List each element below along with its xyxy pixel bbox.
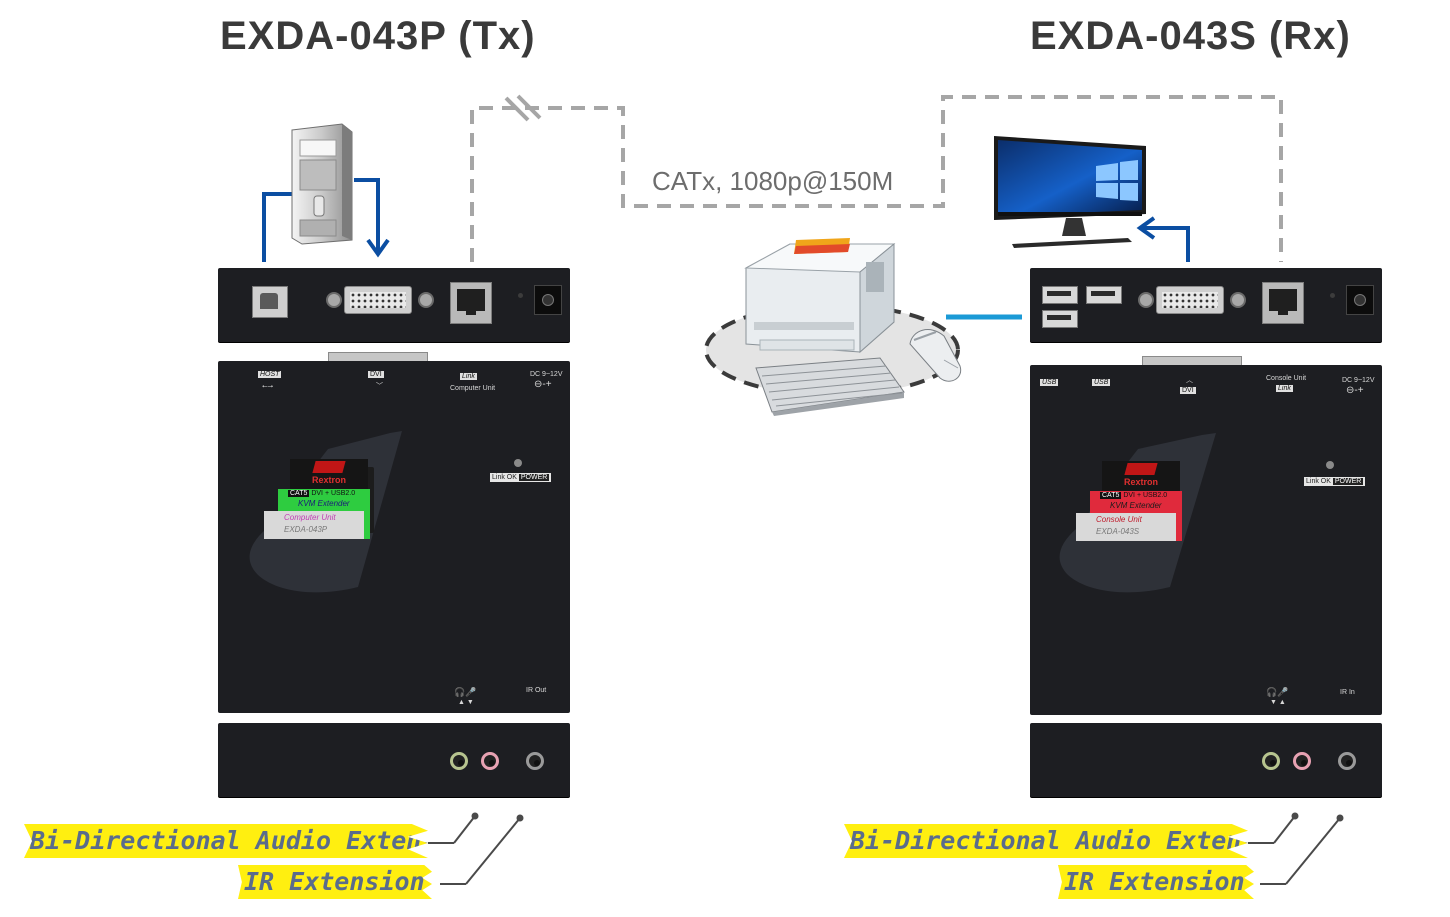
rx-rj45-port[interactable]	[1262, 282, 1304, 324]
rx-rear-panel	[1030, 268, 1382, 342]
rx-top-panel: USB USB DVI ︿ Console Unit Link DC 9~12V…	[1030, 365, 1382, 715]
tx-front-panel	[218, 723, 570, 797]
tx-status-led	[514, 459, 522, 467]
rx-led-link-label: Link OK	[1306, 478, 1331, 485]
tx-mic-jack[interactable]	[481, 752, 499, 770]
audio-arrows-icon: ▼ ▲	[1270, 699, 1286, 706]
tx-rear-panel	[218, 268, 570, 342]
rx-card-line4: Console Unit	[1096, 515, 1142, 524]
rextron-logo-icon	[1124, 463, 1158, 475]
rx-usb-a-port-1[interactable]	[1042, 286, 1078, 304]
tx-ir-label: IR Out	[526, 687, 547, 694]
tx-led-link-label: Link OK	[492, 474, 517, 481]
usb-symbol-icon: ⭠⭢	[262, 383, 274, 390]
tx-dvi-label: DVI	[368, 371, 384, 378]
dvi-cable-pc	[354, 178, 380, 252]
rx-dvi-label: DVI	[1180, 387, 1196, 394]
tx-link-sub-label: Computer Unit	[450, 385, 496, 392]
rx-card-line3: KVM Extender	[1110, 501, 1162, 510]
rx-card-line5: EXDA-043S	[1096, 527, 1140, 536]
tx-rj45-port[interactable]	[450, 282, 492, 324]
tx-led-power-label: POWER	[518, 474, 550, 481]
rx-rear-led	[1330, 293, 1335, 298]
tx-ir-banner: IR Extension	[238, 865, 432, 899]
rx-ir-label: IR In	[1340, 689, 1355, 696]
tx-host-label: HOST	[258, 371, 282, 378]
tx-top-panel: HOST ⭠⭢ DVI ﹀ Link Computer Unit DC 9~12…	[218, 361, 570, 713]
tx-led-labels: Link OK POWER	[490, 473, 552, 482]
rx-dc-label: DC 9~12V	[1342, 377, 1375, 384]
rx-led-power-label: POWER	[1332, 478, 1364, 485]
catx-dashed-link	[470, 95, 1283, 262]
rx-usb-label-2: USB	[1092, 379, 1111, 386]
rx-led-labels: Link OK POWER	[1304, 477, 1366, 486]
rx-usb-label-1: USB	[1040, 379, 1059, 386]
usb-cable-pc	[262, 192, 292, 262]
polarity-icon: ⊖-+	[534, 379, 552, 390]
tx-dvi-screw-left	[326, 292, 342, 308]
tx-brand-area: Rextron	[290, 459, 368, 491]
rx-card-line2: DVI + USB2.0	[1123, 492, 1168, 499]
tx-card-line2: DVI + USB2.0	[311, 490, 356, 497]
polarity-icon: ⊖-+	[1346, 385, 1364, 396]
rx-front-panel	[1030, 723, 1382, 797]
rx-dvi-screw-right	[1230, 292, 1246, 308]
rx-brand-area: Rextron	[1102, 461, 1180, 491]
headset-mic-icon: 🎧🎤	[454, 687, 477, 697]
rx-title: EXDA-043S (Rx)	[1030, 14, 1351, 58]
tx-audio-label: Bi-Directional Audio Extension	[30, 826, 482, 855]
tx-card-white: Computer Unit EXDA-043P	[264, 511, 364, 539]
audio-arrows-icon: ▲ ▼	[458, 699, 474, 706]
rx-dc-jack[interactable]	[1346, 285, 1374, 315]
rx-line-jack[interactable]	[1262, 752, 1280, 770]
tx-dvi-screw-right	[418, 292, 434, 308]
tx-title: EXDA-043P (Tx)	[220, 14, 536, 58]
rx-audio-banner: Bi-Directional Audio Extension	[844, 824, 1248, 858]
rx-brand: Rextron	[1123, 477, 1158, 487]
chevron-up-icon: ︿	[1186, 377, 1193, 384]
rextron-logo-icon	[312, 461, 346, 473]
tx-usb-b-port[interactable]	[252, 286, 288, 318]
tx-card-line1: CAT5	[288, 490, 310, 497]
tx-card-line4: Computer Unit	[284, 513, 336, 522]
rx-usb-a-port-3[interactable]	[1086, 286, 1122, 304]
tx-dvi-port[interactable]	[344, 286, 412, 314]
tx-ir-jack[interactable]	[526, 752, 544, 770]
rx-ir-extension-label: IR Extension	[1064, 867, 1245, 896]
chevron-down-icon: ﹀	[376, 383, 383, 390]
tx-rear-led	[518, 293, 523, 298]
rx-dvi-port[interactable]	[1156, 286, 1224, 314]
tx-dc-label: DC 9~12V	[530, 371, 563, 378]
rx-dvi-screw-left	[1138, 292, 1154, 308]
break-mark-icon	[504, 96, 530, 122]
rx-usb-a-port-2[interactable]	[1042, 310, 1078, 328]
rx-link-label: Link	[1276, 385, 1293, 392]
rx-card-white: Console Unit EXDA-043S	[1076, 513, 1176, 541]
tx-line-jack[interactable]	[450, 752, 468, 770]
headset-mic-icon: 🎧🎤	[1266, 687, 1289, 697]
rx-audio-label: Bi-Directional Audio Extension	[850, 826, 1302, 855]
tx-audio-banner: Bi-Directional Audio Extension	[24, 824, 428, 858]
rx-link-sub-label: Console Unit	[1266, 375, 1307, 382]
tx-ir-extension-label: IR Extension	[244, 867, 425, 896]
tx-card-line3: KVM Extender	[298, 499, 350, 508]
rx-status-led	[1326, 461, 1334, 469]
tx-link-label: Link	[460, 373, 477, 380]
rx-ir-jack[interactable]	[1338, 752, 1356, 770]
tx-dc-jack[interactable]	[534, 285, 562, 315]
rx-card-line1: CAT5	[1100, 492, 1122, 499]
rx-mic-jack[interactable]	[1293, 752, 1311, 770]
rx-ir-banner: IR Extension	[1058, 865, 1254, 899]
tx-brand: Rextron	[311, 475, 346, 485]
tx-card-line5: EXDA-043P	[284, 525, 328, 534]
dvi-cable-monitor	[1140, 226, 1190, 262]
catx-link-label: CATx, 1080p@150M	[652, 166, 894, 196]
